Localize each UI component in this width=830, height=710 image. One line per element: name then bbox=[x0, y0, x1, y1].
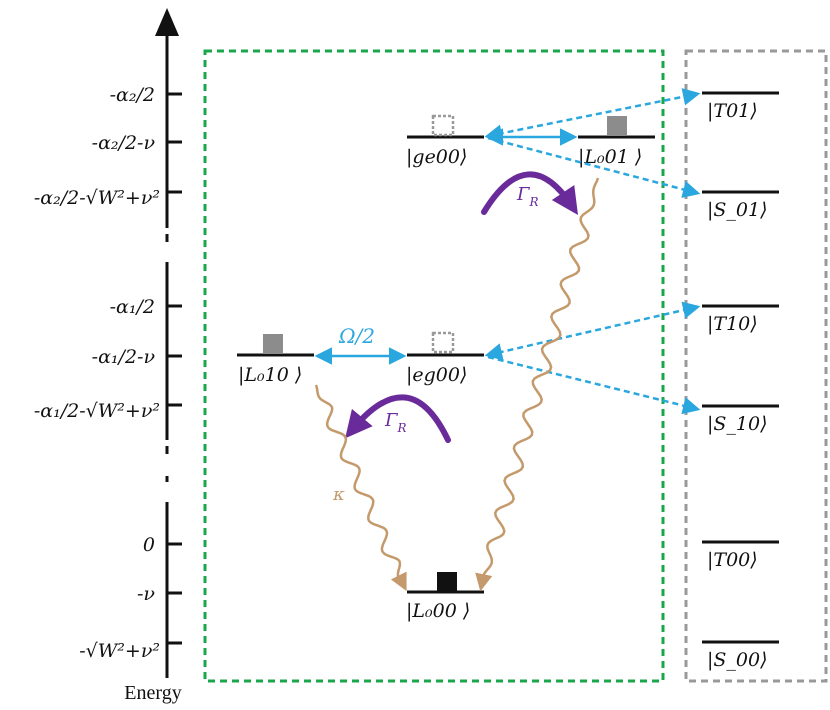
empty-square-icon bbox=[431, 331, 455, 354]
gamma-r-label-upper: ΓR bbox=[516, 184, 539, 209]
tick-label-alpha1: -α₁/2 bbox=[110, 296, 155, 318]
state-T00-label: |T00⟩ bbox=[707, 549, 758, 571]
tick-label-alpha2: -α₂/2 bbox=[110, 84, 155, 106]
gamma-r-arc-upper bbox=[481, 171, 578, 215]
state-S10-label: |S_10⟩ bbox=[707, 413, 768, 435]
level-L0-01-label: |L₀01 ⟩ bbox=[578, 146, 642, 168]
dashed-coupling-arrow-T10 bbox=[484, 301, 701, 361]
dashed-coupling-arrow-S01 bbox=[487, 136, 701, 198]
energy-axis bbox=[155, 8, 182, 678]
tick-label-alpha1-nu: -α₁/2-ν bbox=[92, 346, 156, 368]
uncoupled-subspace-box bbox=[684, 49, 828, 683]
tick-label-sqrt: -√W²+ν² bbox=[79, 640, 160, 662]
tick-label-nu: -ν bbox=[137, 583, 155, 605]
gamma-r-label-lower: ΓR bbox=[384, 410, 407, 435]
state-T01-label: |T01⟩ bbox=[707, 100, 758, 122]
tick-label-alpha2-nu: -α₂/2-ν bbox=[92, 132, 156, 154]
level-L0-00-label: |L₀00 ⟩ bbox=[406, 600, 470, 622]
level-eg00-label: |eg00⟩ bbox=[406, 364, 467, 386]
axis-arrow-icon bbox=[155, 8, 179, 36]
filled-square-icon bbox=[437, 572, 457, 592]
tick-label-alpha2-sqrt: -α₂/2-√W²+ν² bbox=[34, 187, 160, 209]
state-S01-label: |S_01⟩ bbox=[707, 199, 768, 221]
dashed-coupling-arrow-T01 bbox=[484, 88, 701, 142]
tick-label-zero: 0 bbox=[143, 534, 155, 556]
omega-label: Ω/2 bbox=[338, 324, 375, 348]
dashed-coupling-arrow-S10 bbox=[487, 355, 701, 415]
kappa-decay-wavy-line-right bbox=[475, 177, 600, 592]
empty-square-icon bbox=[431, 114, 455, 137]
state-T10-label: |T10⟩ bbox=[707, 313, 758, 335]
filled-square-icon bbox=[607, 116, 627, 136]
filled-square-icon bbox=[263, 334, 283, 354]
level-L0-10-label: |L₀10 ⟩ bbox=[238, 364, 302, 386]
coupled-subspace-box bbox=[203, 49, 665, 683]
kappa-decay-wavy-line-left bbox=[314, 384, 407, 592]
state-S00-label: |S_00⟩ bbox=[707, 649, 768, 671]
gamma-r-arc-lower bbox=[345, 394, 451, 443]
axis-title: Energy bbox=[124, 682, 181, 704]
kappa-label: κ bbox=[332, 484, 345, 505]
level-ge00-label: |ge00⟩ bbox=[406, 146, 467, 168]
tick-label-alpha1-sqrt: -α₁/2-√W²+ν² bbox=[34, 400, 160, 422]
